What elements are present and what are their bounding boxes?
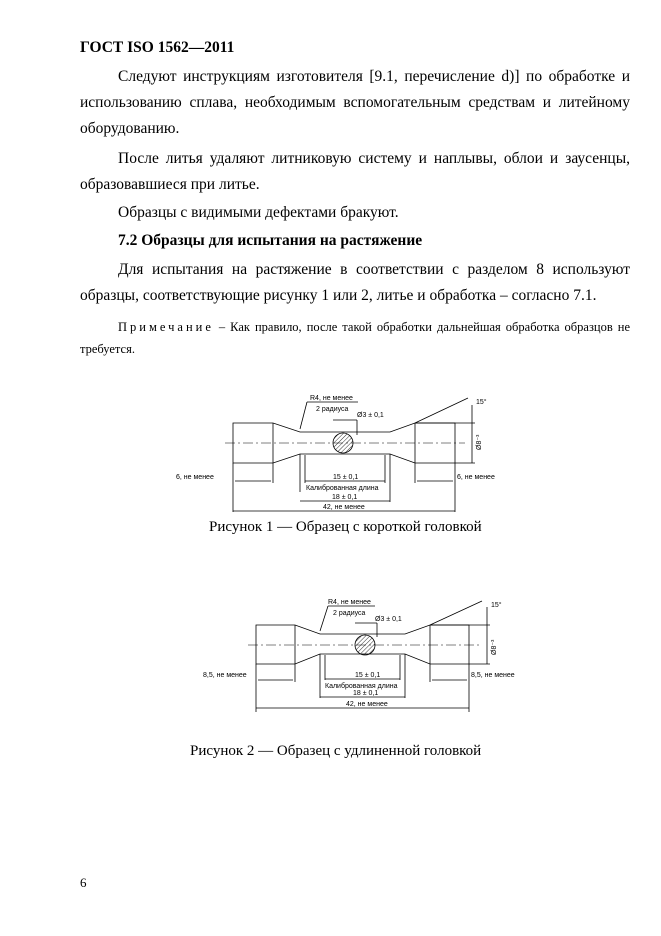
dim-radius: R4, не менее (328, 599, 371, 606)
dim-radius-count: 2 радиуса (316, 406, 349, 413)
note-label: Примечание (118, 320, 214, 334)
note: Примечание – Как правило, после такой об… (80, 316, 630, 360)
figure-2-caption: Рисунок 2 — Образец с удлиненной головко… (190, 743, 482, 759)
dim-gauge: 15 ± 0,1 (333, 474, 358, 481)
paragraph: После литья удаляют литниковую систему и… (80, 150, 630, 193)
page-number: 6 (80, 875, 87, 890)
dim-left-head: 8,5, не менее (203, 672, 247, 679)
dim-total: 42, не менее (346, 701, 388, 708)
document-header: ГОСТ ISO 1562—2011 (80, 39, 235, 56)
dim-head-diameter: Ø8⁻³ (476, 434, 483, 450)
dim-head-diameter: Ø8⁻³ (491, 639, 498, 655)
paragraph: Для испытания на растяжение в соответств… (80, 261, 630, 304)
paragraph: Образцы с видимыми дефектами бракуют. (118, 204, 399, 221)
dim-parallel: 18 ± 0,1 (353, 690, 378, 697)
figure-1-caption: Рисунок 1 — Образец с короткой головкой (209, 519, 482, 535)
dim-radius: R4, не менее (310, 395, 353, 402)
dim-gauge-label: Калиброванная длина (325, 682, 398, 690)
note-text: – Как правило, после такой обработки дал… (80, 320, 630, 356)
dim-gauge-label: Калиброванная длина (306, 484, 379, 492)
dim-total: 42, не менее (323, 504, 365, 511)
dim-gauge: 15 ± 0,1 (355, 672, 380, 679)
figure-1-drawing (225, 397, 475, 512)
dim-left-head: 6, не менее (176, 474, 214, 481)
dim-diameter: Ø3 ± 0,1 (375, 616, 402, 623)
dim-radius-count: 2 радиуса (333, 610, 366, 617)
dim-angle: 15° (491, 601, 502, 609)
dim-right-head: 6, не менее (457, 474, 495, 481)
dim-right-head: 8,5, не менее (471, 672, 515, 679)
figure-1-labels: R4, не менее 2 радиуса Ø3 ± 0,1 15° Ø8⁻³… (176, 395, 495, 511)
dim-diameter: Ø3 ± 0,1 (357, 412, 384, 419)
figure-2-drawing (248, 600, 490, 712)
dim-angle: 15° (476, 398, 487, 406)
dim-parallel: 18 ± 0,1 (332, 494, 357, 501)
paragraph: Следуют инструкциям изготовителя [9.1, п… (80, 68, 630, 137)
figure-2-labels: R4, не менее 2 радиуса Ø3 ± 0,1 15° Ø8⁻³… (203, 599, 515, 708)
section-title: 7.2 Образцы для испытания на растяжение (118, 232, 423, 249)
